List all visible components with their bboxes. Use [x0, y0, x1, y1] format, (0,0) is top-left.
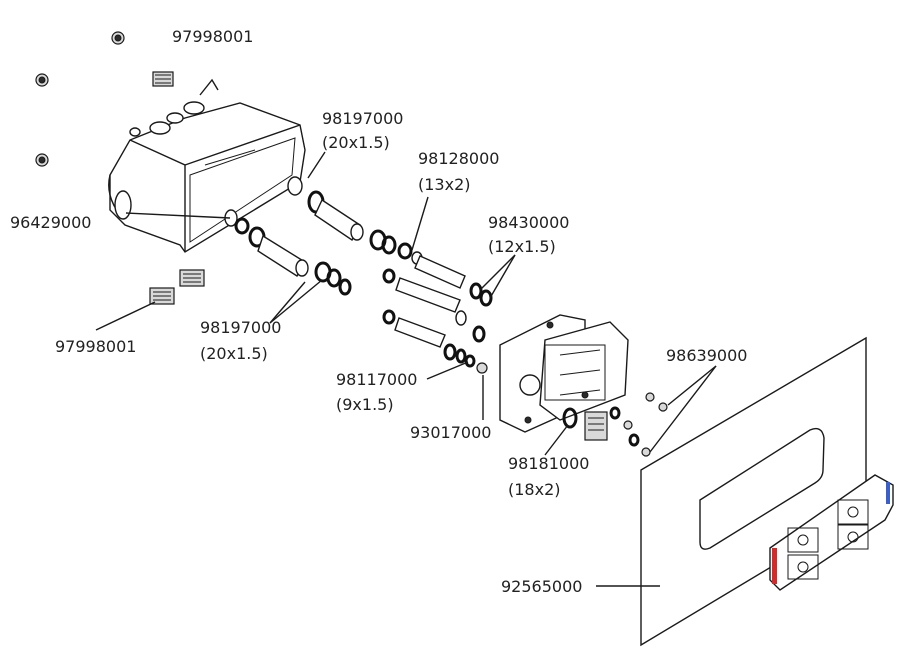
leader-98117000	[426, 361, 469, 380]
leader-98197000-bottom-a	[269, 281, 306, 324]
label-98430000: 98430000	[488, 213, 569, 232]
leader-98639000-a	[667, 365, 717, 406]
leader-98430000-b	[489, 254, 516, 299]
hot-marking	[772, 548, 777, 584]
check-valve-cartridge	[584, 411, 608, 441]
control-module	[769, 474, 894, 591]
spindle-row-2	[382, 268, 486, 343]
threaded-nipple-lower-1	[149, 287, 175, 305]
label-98128000: 98128000	[418, 149, 499, 168]
leader-98197000-top	[307, 151, 326, 179]
screw-93017000	[476, 362, 488, 374]
leader-97998001-lower	[95, 301, 156, 331]
oring-98181000	[562, 407, 578, 429]
threaded-nipple-top	[152, 71, 174, 87]
label-92565000: 92565000	[501, 577, 582, 596]
label-98181000: 98181000	[508, 454, 589, 473]
cold-marking	[886, 482, 890, 504]
cover-plate-92565000	[640, 336, 867, 647]
label-98197000-bottom: 98197000	[200, 318, 281, 337]
valve-body-housing	[108, 78, 306, 253]
leader-98181000	[544, 424, 569, 456]
spindle-row-3	[382, 309, 476, 368]
leader-98430000-a	[479, 254, 516, 291]
label-96429000: 96429000	[10, 213, 91, 232]
threaded-nipple-lower-2	[179, 269, 205, 287]
leader-96429000	[125, 212, 231, 219]
extension-upper	[287, 176, 413, 260]
label-98197000-bottom-size: (20x1.5)	[200, 344, 268, 363]
plug-left-1	[35, 73, 49, 87]
leader-98128000	[411, 196, 429, 251]
label-98128000-size: (13x2)	[418, 175, 471, 194]
leader-lines	[95, 151, 717, 587]
plug-left-2	[35, 153, 49, 167]
label-98430000-size: (12x1.5)	[488, 237, 556, 256]
extension-lower	[248, 226, 352, 296]
spindle-row-1	[411, 251, 493, 307]
leader-98639000-b	[649, 365, 717, 453]
label-97998001-top: 97998001	[172, 27, 253, 46]
label-93017000: 93017000	[410, 423, 491, 442]
plug-top-1	[111, 31, 125, 45]
label-97998001-lower: 97998001	[55, 337, 136, 356]
label-98197000-top-size: (20x1.5)	[322, 133, 390, 152]
leader-98197000-bottom-b	[269, 279, 323, 324]
mounting-frame	[499, 314, 629, 433]
label-98117000-size: (9x1.5)	[336, 395, 394, 414]
label-98117000: 98117000	[336, 370, 417, 389]
screws-98639000	[609, 392, 668, 457]
label-98181000-size: (18x2)	[508, 480, 561, 499]
label-98639000: 98639000	[666, 346, 747, 365]
label-98197000-top: 98197000	[322, 109, 403, 128]
